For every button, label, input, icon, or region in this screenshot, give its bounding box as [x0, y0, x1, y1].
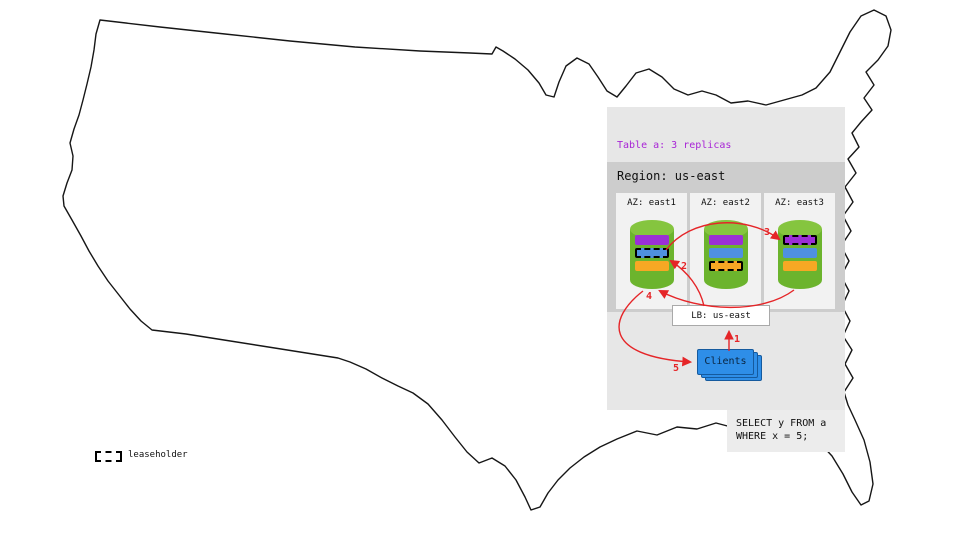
az-box-east1: AZ: east1	[616, 193, 687, 309]
step-label-1: 1	[734, 334, 741, 345]
sql-line-1: SELECT y FROM a	[736, 418, 827, 429]
table-b-replica	[634, 261, 669, 271]
load-balancer-box: LB: us-east	[672, 305, 770, 326]
step-label-5: 5	[673, 363, 680, 374]
table-b-replica-leaseholder	[708, 261, 743, 271]
index-a-replica	[782, 248, 817, 258]
sql-line-2: WHERE x = 5;	[736, 431, 809, 442]
sql-query-box: SELECT y FROM a WHERE x = 5;	[727, 410, 845, 452]
az-label-east2: AZ: east2	[701, 198, 750, 208]
replica-stack-east1	[634, 235, 669, 274]
az-box-east2: AZ: east2	[690, 193, 761, 309]
index-a-replica	[708, 248, 743, 258]
region-title: Region: us-east	[617, 169, 726, 183]
az-label-east1: AZ: east1	[627, 198, 676, 208]
cylinder-top	[777, 220, 822, 238]
table-a-replica-leaseholder	[782, 235, 817, 245]
leaseholder-key-box	[95, 451, 122, 462]
index-a-replica-leaseholder	[634, 248, 669, 258]
leaseholder-key-label: leaseholder	[128, 450, 188, 460]
step-label-4: 4	[646, 291, 653, 302]
clients-box: Clients	[697, 349, 754, 375]
table-b-replica	[782, 261, 817, 271]
az-label-east3: AZ: east3	[775, 198, 824, 208]
step-label-3: 3	[764, 227, 771, 238]
az-box-east3: AZ: east3	[764, 193, 835, 309]
replica-stack-east2	[708, 235, 743, 274]
table-a-replica	[708, 235, 743, 245]
legend-item-table-a: Table a: 3 replicas	[617, 140, 732, 151]
cylinder-top	[629, 220, 674, 238]
replica-stack-east3	[782, 235, 817, 274]
step-label-2: 2	[681, 261, 688, 272]
table-a-replica	[634, 235, 669, 245]
